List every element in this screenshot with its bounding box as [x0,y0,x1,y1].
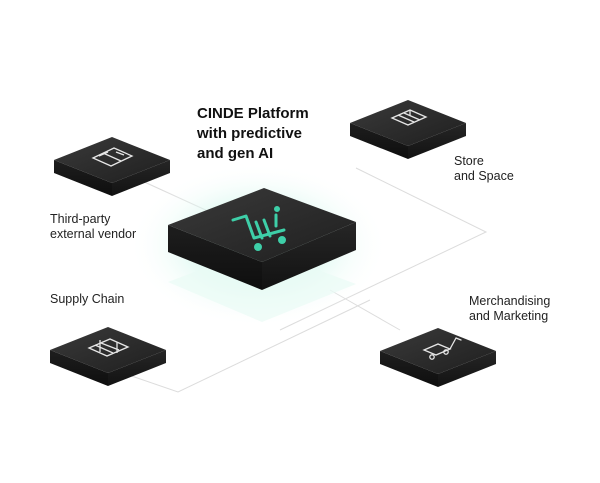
platform-title: CINDE Platform with predictive and gen A… [197,104,309,164]
merch-label-line-2: and Marketing [469,309,549,323]
shopping-cart-ai-icon [231,206,286,251]
hub-tile-right-side [262,222,356,290]
supply-label-line-1: Supply Chain [50,292,125,306]
title-line-2: with predictive [197,125,303,142]
merch-label-line-1: Merchandising [469,294,551,308]
hub-tile-top [168,188,356,262]
store-tile-right-side [408,123,466,159]
supply-chain-node[interactable] [50,327,166,386]
third-party-label-line-1: Third-party [50,212,111,226]
supply-tile-right-side [108,350,166,386]
merchandising-label: Merchandising and Marketing [469,294,550,324]
hub-tile-left-side [168,225,262,290]
store-label-line-2: and Space [454,169,514,183]
third-party-tile-right-side [112,160,170,196]
third-party-label: Third-party external vendor [50,212,136,242]
store-label: Store and Space [454,154,514,184]
title-line-1: CINDE Platform [197,105,309,122]
merchandising-node[interactable] [380,328,496,387]
store-tile-left-side [350,123,408,159]
supply-tile-left-side [50,350,108,386]
awning-store-icon [390,109,428,126]
storefront-panels-icon [91,147,134,167]
hub-node[interactable] [168,188,356,290]
store-node[interactable] [350,100,466,159]
third-party-node[interactable] [54,137,170,196]
supply-chain-label: Supply Chain [50,292,124,307]
store-label-line-1: Store [454,154,484,168]
hand-truck-icon [422,337,462,360]
supply-tile-top [50,327,166,373]
third-party-tile-left-side [54,160,112,196]
third-party-label-line-2: external vendor [50,227,137,241]
connector-supply [119,299,371,393]
store-tile-top [350,100,466,146]
third-party-tile-top [54,137,170,183]
merch-tile-right-side [438,351,496,387]
title-line-3: and gen AI [197,145,274,162]
merch-tile-top [380,328,496,374]
shelving-rack-icon [87,338,130,357]
merch-tile-left-side [380,351,438,387]
